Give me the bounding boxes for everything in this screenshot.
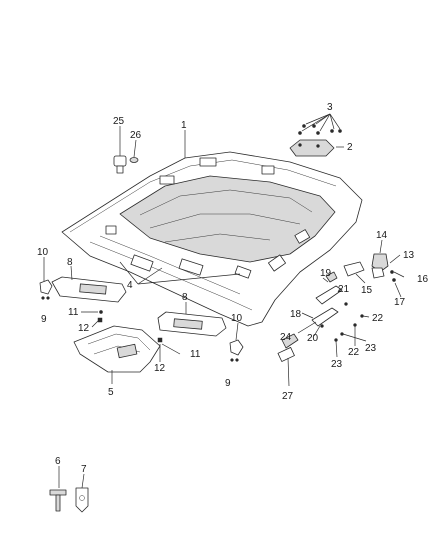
callout-8-right: 8: [182, 292, 188, 303]
overhead-console-5: [73, 325, 161, 373]
clip-right-12: [157, 337, 163, 343]
callout-11-left: 11: [68, 307, 79, 318]
visor-clip-right-10: [229, 339, 244, 356]
callout-10-right: 10: [231, 313, 243, 324]
callout-15: 15: [361, 285, 373, 296]
screw-left-11: [99, 310, 103, 314]
screw-16-17: [390, 270, 396, 282]
callout-17: 17: [394, 297, 406, 308]
callout-5: 5: [108, 387, 114, 398]
callout-9-left: 9: [41, 314, 47, 325]
visor-clip-left-10: [39, 279, 53, 295]
callout-24: 24: [280, 332, 292, 343]
callout-2: 2: [347, 142, 353, 153]
clips-21-22-23: [334, 302, 364, 342]
callout-23-a: 23: [365, 343, 377, 354]
headliner-panel: [61, 151, 363, 327]
callout-6: 6: [55, 456, 61, 467]
callout-10-left: 10: [37, 247, 49, 258]
callout-14: 14: [376, 230, 388, 241]
callout-22-b: 22: [348, 347, 360, 358]
grab-handle-18-20: [311, 307, 339, 328]
callout-19: 19: [320, 268, 332, 279]
nut-clip-7: [75, 487, 89, 513]
bolt-6: [49, 489, 67, 512]
dome-lamp-25: [113, 155, 127, 174]
callout-7: 7: [81, 464, 87, 475]
leader-lines: [43, 113, 405, 489]
screws-3: [298, 124, 342, 135]
callout-23-b: 23: [331, 359, 343, 370]
overhead-console-bracket: [289, 139, 335, 157]
clip-left-12: [97, 317, 103, 323]
callout-12-left: 12: [78, 323, 90, 334]
callout-22-a: 22: [372, 313, 384, 324]
callout-9-right: 9: [225, 378, 231, 389]
screws-right-9: [230, 358, 239, 362]
callout-16: 16: [417, 274, 429, 285]
grommet-26: [129, 157, 139, 163]
sun-visor-left: [51, 276, 127, 303]
callout-18: 18: [290, 309, 302, 320]
bracket-15: [343, 261, 365, 277]
callout-8-left: 8: [67, 257, 73, 268]
callout-3: 3: [327, 102, 333, 113]
callout-25: 25: [113, 116, 125, 127]
callout-26: 26: [130, 130, 142, 141]
sun-visor-right: [157, 311, 227, 337]
callout-labels: 1 2 3 4 5 6 7 8 8 9 9 10 10 11 11 12 12 …: [37, 102, 429, 475]
callout-4: 4: [127, 280, 133, 291]
callout-13: 13: [403, 250, 415, 261]
callout-11-right: 11: [190, 349, 201, 360]
callout-21: 21: [338, 284, 350, 295]
lamp-13-14: [371, 253, 389, 279]
callout-1: 1: [181, 120, 187, 131]
screws-left-9: [41, 296, 50, 300]
callout-27: 27: [282, 391, 294, 402]
grab-handle-19: [315, 271, 343, 305]
callout-12-right: 12: [154, 363, 166, 374]
callout-20: 20: [307, 333, 319, 344]
